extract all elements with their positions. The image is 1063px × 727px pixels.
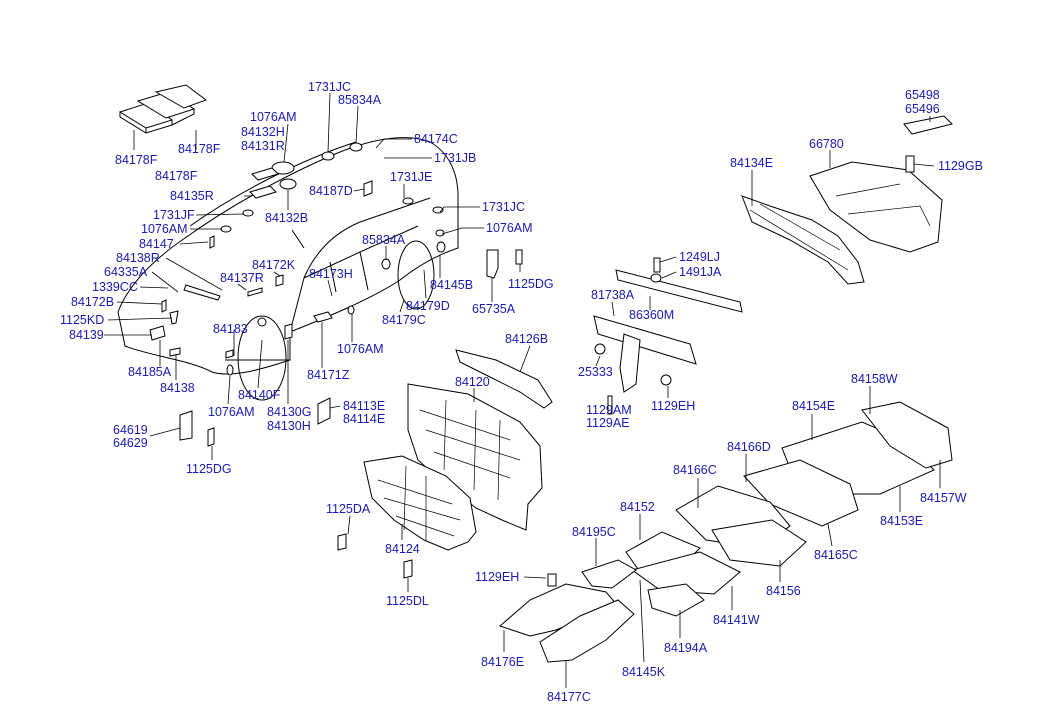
part-label-84157w[interactable]: 84157W [920,491,967,505]
part-label-84178f[interactable]: 84178F [155,169,198,183]
part-label-84156[interactable]: 84156 [766,584,801,598]
part-label-84153e[interactable]: 84153E [880,514,924,528]
part-label-84179c[interactable]: 84179C [382,313,426,327]
part-label-65735a[interactable]: 65735A [472,302,516,316]
part-label-84166d[interactable]: 84166D [727,440,771,454]
part-label-1076am[interactable]: 1076AM [486,221,533,235]
part-label-1129ae[interactable]: 1129AE [586,416,630,430]
part-label-84139[interactable]: 84139 [69,328,104,342]
vehicle-body-outline [117,137,459,401]
part-label-1731jf[interactable]: 1731JF [153,208,195,222]
part-label-81738a[interactable]: 81738A [591,288,635,302]
part-label-84113e[interactable]: 84113E [343,399,386,413]
part-label-64629[interactable]: 64629 [113,436,148,450]
part-label-1731jc[interactable]: 1731JC [482,200,526,214]
part-label-1076am[interactable]: 1076AM [250,110,297,124]
part-label-1125dg[interactable]: 1125DG [508,277,554,291]
part-label-1129gb[interactable]: 1129GB [938,159,983,173]
part-label-85834a[interactable]: 85834A [338,93,382,107]
part-label-84126b[interactable]: 84126B [505,332,549,346]
part-label-1129am[interactable]: 1129AM [586,403,632,417]
part-label-84194a[interactable]: 84194A [664,641,708,655]
part-label-25333[interactable]: 25333 [578,365,613,379]
roof-insulation-pads [118,84,208,134]
part-label-84195c[interactable]: 84195C [572,525,616,539]
upper-right-brackets [741,115,953,285]
part-label-1076am[interactable]: 1076AM [208,405,255,419]
part-label-84172b[interactable]: 84172B [71,295,115,309]
part-label-84185a[interactable]: 84185A [128,365,172,379]
part-label-84147[interactable]: 84147 [139,237,174,251]
leader-lines [104,92,941,688]
part-label-84124[interactable]: 84124 [385,542,420,556]
part-label-1129eh[interactable]: 1129EH [475,570,520,584]
part-label-85834a[interactable]: 85834A [362,233,406,247]
part-label-66780[interactable]: 66780 [809,137,844,151]
part-label-84177c[interactable]: 84177C [547,690,591,704]
part-label-1129eh[interactable]: 1129EH [651,399,696,413]
part-label-1731jc[interactable]: 1731JC [308,80,352,94]
part-label-84187d[interactable]: 84187D [309,184,353,198]
part-label-84138r[interactable]: 84138R [116,251,160,265]
dash-insulator-panels [363,349,553,551]
part-label-84179d[interactable]: 84179D [406,299,450,313]
part-label-84134e[interactable]: 84134E [730,156,774,170]
part-label-84120[interactable]: 84120 [455,375,490,389]
part-label-84138[interactable]: 84138 [160,381,195,395]
part-label-84183[interactable]: 84183 [213,322,248,336]
part-label-84132b[interactable]: 84132B [265,211,309,225]
part-label-1125dg[interactable]: 1125DG [186,462,232,476]
part-label-84172k[interactable]: 84172K [252,258,296,272]
part-label-84141w[interactable]: 84141W [713,613,760,627]
part-label-84145b[interactable]: 84145B [430,278,474,292]
part-label-84178f[interactable]: 84178F [115,153,158,167]
part-label-84130h[interactable]: 84130H [267,419,311,433]
part-label-84174c[interactable]: 84174C [414,132,458,146]
floor-pads [337,401,953,663]
part-label-84114e[interactable]: 84114E [343,412,386,426]
part-label-84166c[interactable]: 84166C [673,463,717,477]
part-label-64619[interactable]: 64619 [113,423,148,437]
part-label-84176e[interactable]: 84176E [481,655,525,669]
part-label-1339cc[interactable]: 1339CC [92,280,138,294]
part-label-1125dl[interactable]: 1125DL [386,594,429,608]
part-label-65496[interactable]: 65496 [905,102,940,116]
part-label-1249lj[interactable]: 1249LJ [679,250,721,264]
part-label-1125da[interactable]: 1125DA [326,502,371,516]
body-plugs [149,142,523,447]
part-label-84135r[interactable]: 84135R [170,189,214,203]
part-label-84137r[interactable]: 84137R [220,271,264,285]
part-label-84154e[interactable]: 84154E [792,399,836,413]
part-label-84140f[interactable]: 84140F [238,388,281,402]
part-label-1076am[interactable]: 1076AM [141,222,188,236]
part-label-84132h[interactable]: 84132H [241,125,285,139]
part-label-1731je[interactable]: 1731JE [390,170,433,184]
part-label-84165c[interactable]: 84165C [814,548,858,562]
part-label-84145k[interactable]: 84145K [622,665,666,679]
part-label-86360m[interactable]: 86360M [629,308,675,322]
part-label-84158w[interactable]: 84158W [851,372,898,386]
part-label-84171z[interactable]: 84171Z [307,368,350,382]
part-label-64335a[interactable]: 64335A [104,265,148,279]
part-label-84131r[interactable]: 84131R [241,139,285,153]
part-label-1731jb[interactable]: 1731JB [434,151,477,165]
part-label-84173h[interactable]: 84173H [309,267,353,281]
part-label-1125kd[interactable]: 1125KD [60,313,105,327]
part-label-84152[interactable]: 84152 [620,500,655,514]
part-label-84130g[interactable]: 84130G [267,405,312,419]
part-label-1491ja[interactable]: 1491JA [679,265,722,279]
part-label-65498[interactable]: 65498 [905,88,940,102]
part-label-1076am[interactable]: 1076AM [337,342,384,356]
part-label-84178f[interactable]: 84178F [178,142,221,156]
cowl-rails [593,257,743,415]
